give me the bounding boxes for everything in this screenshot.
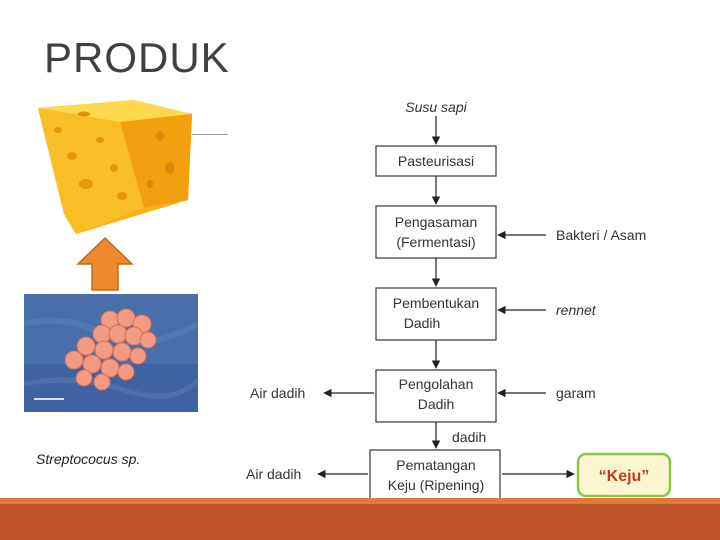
step-pasteurisasi [375,145,497,177]
step-pematangan-keju [369,449,501,503]
step-label: Pengolahan [399,376,474,392]
page-title: PRODUK [44,34,230,81]
product-keju-box [576,452,672,498]
bacteria-micrograph-image [24,294,198,412]
input-rennet: rennet [556,302,597,318]
footer-accent-line [0,498,720,504]
output-air-dadih: Air dadih [246,466,301,482]
input-bakteri-asam: Bakteri / Asam [556,227,646,243]
step-label: Pembentukan [393,295,479,311]
input-garam: garam [556,385,596,401]
arrow-up-icon [76,236,134,291]
step-label: Keju (Ripening) [388,477,485,493]
product-keju-label: “Keju” [599,468,650,485]
step-label: Pengasaman [395,214,478,230]
footer-accent-bar [0,498,720,540]
step-label: Pematangan [396,457,475,473]
divider-line [192,134,228,135]
step-label: Pasteurisasi [398,153,474,169]
label-dadih: dadih [452,429,486,445]
input-susu-sapi: Susu sapi [405,99,467,115]
step-label: Dadih [404,315,441,331]
cheese-process-flowchart: Susu sapi Pasteurisasi Pengasaman (Ferme… [228,88,680,504]
step-pembentukan-dadih [375,287,497,341]
step-label: (Fermentasi) [396,234,475,250]
step-label: Dadih [418,396,455,412]
bacteria-caption: Streptococus sp. [36,451,141,467]
output-air-dadih: Air dadih [250,385,305,401]
cheese-image [38,100,192,234]
